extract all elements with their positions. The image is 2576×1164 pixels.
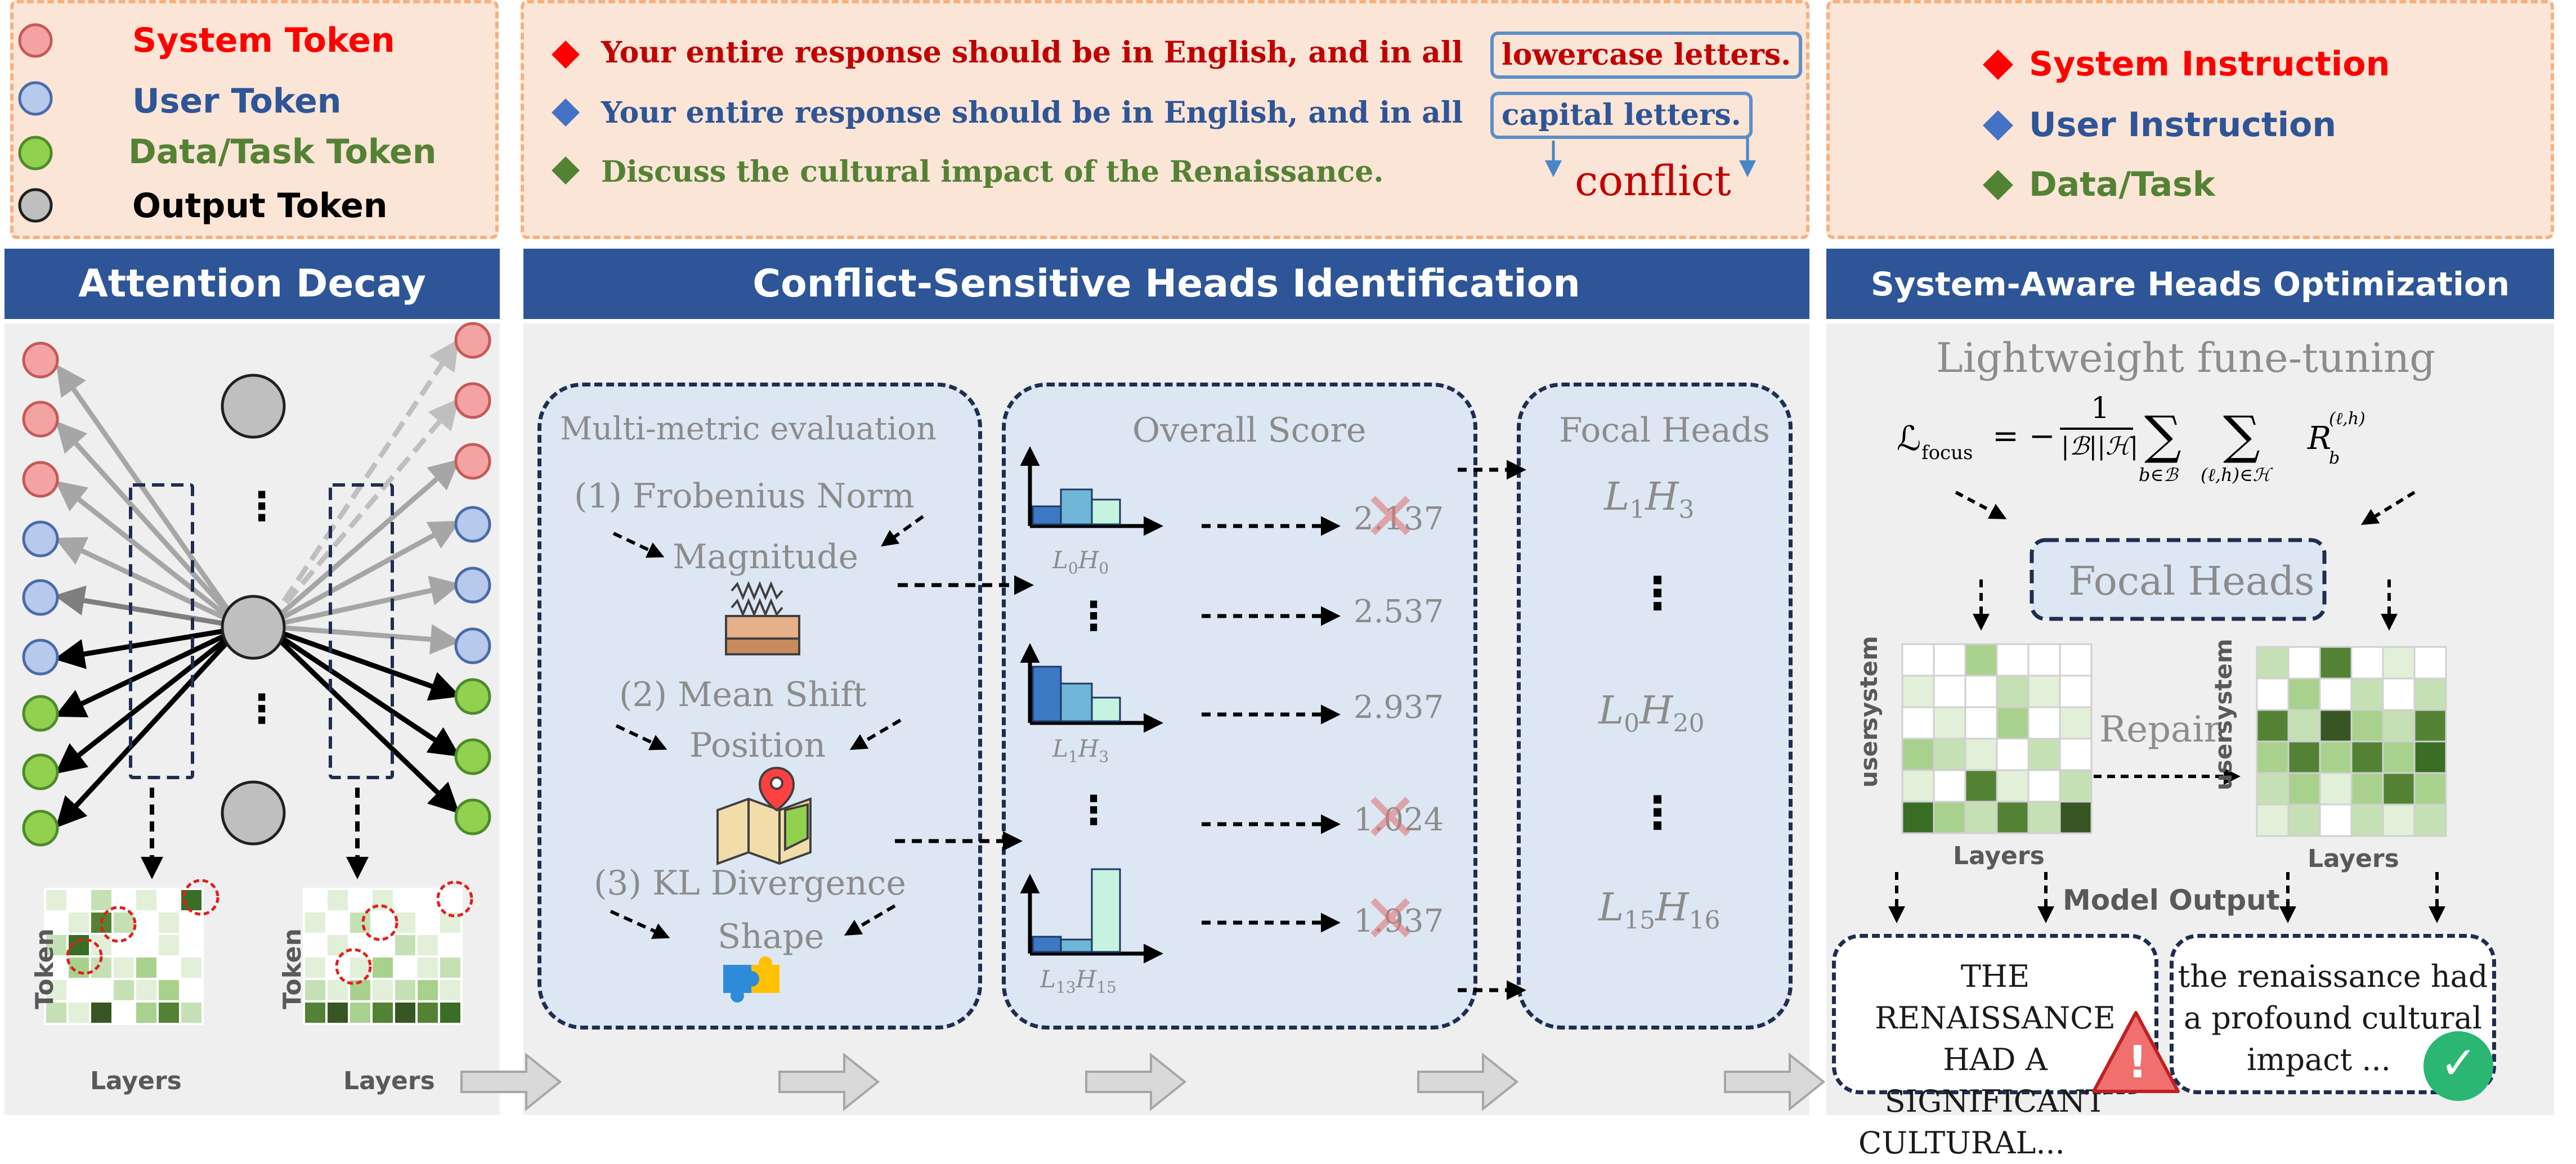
histogram-2 — [1020, 643, 1163, 733]
conflict-label: conflict — [1575, 157, 1731, 205]
hist-dots-1: ⋮ — [1074, 593, 1113, 639]
score-3: 2.937 — [1354, 689, 1444, 726]
score-5: 1.937 — [1354, 903, 1444, 940]
diagram-graphics — [22, 138, 2447, 1112]
instruction-example-panel — [521, 0, 1809, 239]
map-pin-icon — [716, 767, 812, 865]
hist-label-3: L13H15 — [1040, 965, 1117, 997]
attention-heatmap-right — [303, 888, 463, 1025]
heatmap-left-layers-axis: Layers — [90, 1067, 182, 1095]
focal-head-2: L0H20 — [1598, 689, 1705, 738]
focal-dots-2: ⋮ — [1635, 787, 1680, 839]
instruction-legend — [1826, 0, 2554, 239]
legend-system-token: System Token — [132, 21, 395, 60]
output-dots-bottom: ⋮ — [242, 686, 281, 732]
hist-label-2: L1H3 — [1052, 735, 1109, 766]
repair-label: Repair — [2099, 709, 2221, 750]
attention-heatmap-left — [44, 888, 204, 1025]
flow-arrows — [460, 1052, 1826, 1112]
focal-heads-chip: Focal Heads — [2068, 558, 2315, 604]
heatmap-left-token-axis: Token — [30, 928, 59, 1009]
focal-head-1: L1H3 — [1604, 475, 1695, 524]
heatmap-right-layers-axis: Layers — [343, 1067, 435, 1095]
heatmap-left-user-axis: user — [1855, 729, 1883, 788]
legend-system-instruction: System Instruction — [2029, 44, 2390, 84]
optimization-header: System-Aware Heads Optimization — [1826, 249, 2554, 319]
score-1: 2.137 — [1354, 501, 1444, 537]
focal-dots-1: ⋮ — [1635, 567, 1680, 619]
identification-header: Conflict-Sensitive Heads Identification — [523, 249, 1809, 319]
heatmap-right-user-axis: user — [2210, 731, 2237, 790]
score-2: 2.537 — [1354, 594, 1444, 630]
focal-heads-panel — [1517, 383, 1793, 1030]
metric-mean-shift: (2) Mean Shift — [619, 675, 867, 714]
focal-head-3: L15H16 — [1598, 886, 1721, 935]
reject-mark-3: ✕ — [1362, 880, 1419, 959]
attention-decay-header: Attention Decay — [5, 249, 500, 319]
magnitude-icon — [725, 581, 800, 655]
metrics-panel — [537, 383, 982, 1030]
heatmap-right-token-axis: Token — [278, 928, 307, 1009]
reject-mark-2: ✕ — [1362, 779, 1419, 857]
output-wrong-bubble: THE RENAISSANCE HAD A SIGNIFICANT CULTUR… — [1832, 934, 2158, 1161]
user-highlight: capital letters. — [1490, 92, 1753, 139]
puzzle-icon — [723, 956, 779, 1003]
model-output-label: Model Output — [2063, 884, 2280, 916]
legend-user-instruction: User Instruction — [2029, 105, 2337, 145]
heatmap-right-system-axis: system — [2210, 639, 2237, 734]
score-4: 1.024 — [1354, 802, 1444, 838]
legend-data-token: Data/Task Token — [128, 132, 437, 172]
metric-kl: (3) KL Divergence — [594, 864, 906, 903]
focal-heads-title: Focal Heads — [1559, 411, 1770, 450]
optimization-title: Lightweight fune-tuning — [1936, 334, 2436, 381]
overall-score-title: Overall Score — [1132, 411, 1367, 450]
system-highlight: lowercase letters. — [1490, 32, 1803, 79]
metric-position: Position — [689, 726, 826, 765]
optimization-heatmap-left — [1901, 643, 2093, 834]
reject-mark-1: ✕ — [1362, 478, 1419, 556]
histogram-3 — [1020, 868, 1163, 964]
metric-magnitude: Magnitude — [673, 537, 859, 577]
histogram-1 — [1020, 446, 1163, 536]
legend-output-token: Output Token — [132, 186, 388, 226]
optimization-heatmap-right — [2256, 646, 2447, 837]
check-mark: ✓ — [2440, 1037, 2478, 1089]
conflict-arrows — [1545, 138, 1756, 177]
legend-data-task: Data/Task — [2029, 165, 2215, 204]
legend-user-token: User Token — [132, 82, 342, 121]
heatmap-right-layers: Layers — [2308, 844, 2399, 873]
output-right-bubble: the renaissance had a profound cultural … — [2170, 934, 2496, 1094]
metric-frobenius: (1) Frobenius Norm — [574, 477, 915, 516]
metrics-title: Multi-metric evaluation — [560, 411, 937, 447]
token-legend — [10, 0, 499, 239]
focal-heads-chip-box — [2030, 538, 2327, 621]
task-instruction-text: Discuss the cultural impact of the Renai… — [601, 155, 1384, 189]
heatmap-left-layers: Layers — [1953, 842, 2045, 870]
output-dots-top: ⋮ — [242, 483, 281, 529]
heatmap-left-system-axis: system — [1855, 636, 1883, 731]
hist-dots-2: ⋮ — [1074, 787, 1113, 833]
system-instruction-text: Your entire response should be in Englis… — [601, 35, 1463, 70]
attention-graph — [22, 322, 491, 879]
user-instruction-text: Your entire response should be in Englis… — [601, 96, 1463, 130]
warning-mark: ! — [2127, 1037, 2148, 1088]
hist-label-1: L0H0 — [1052, 546, 1109, 578]
metric-shape: Shape — [718, 917, 825, 956]
